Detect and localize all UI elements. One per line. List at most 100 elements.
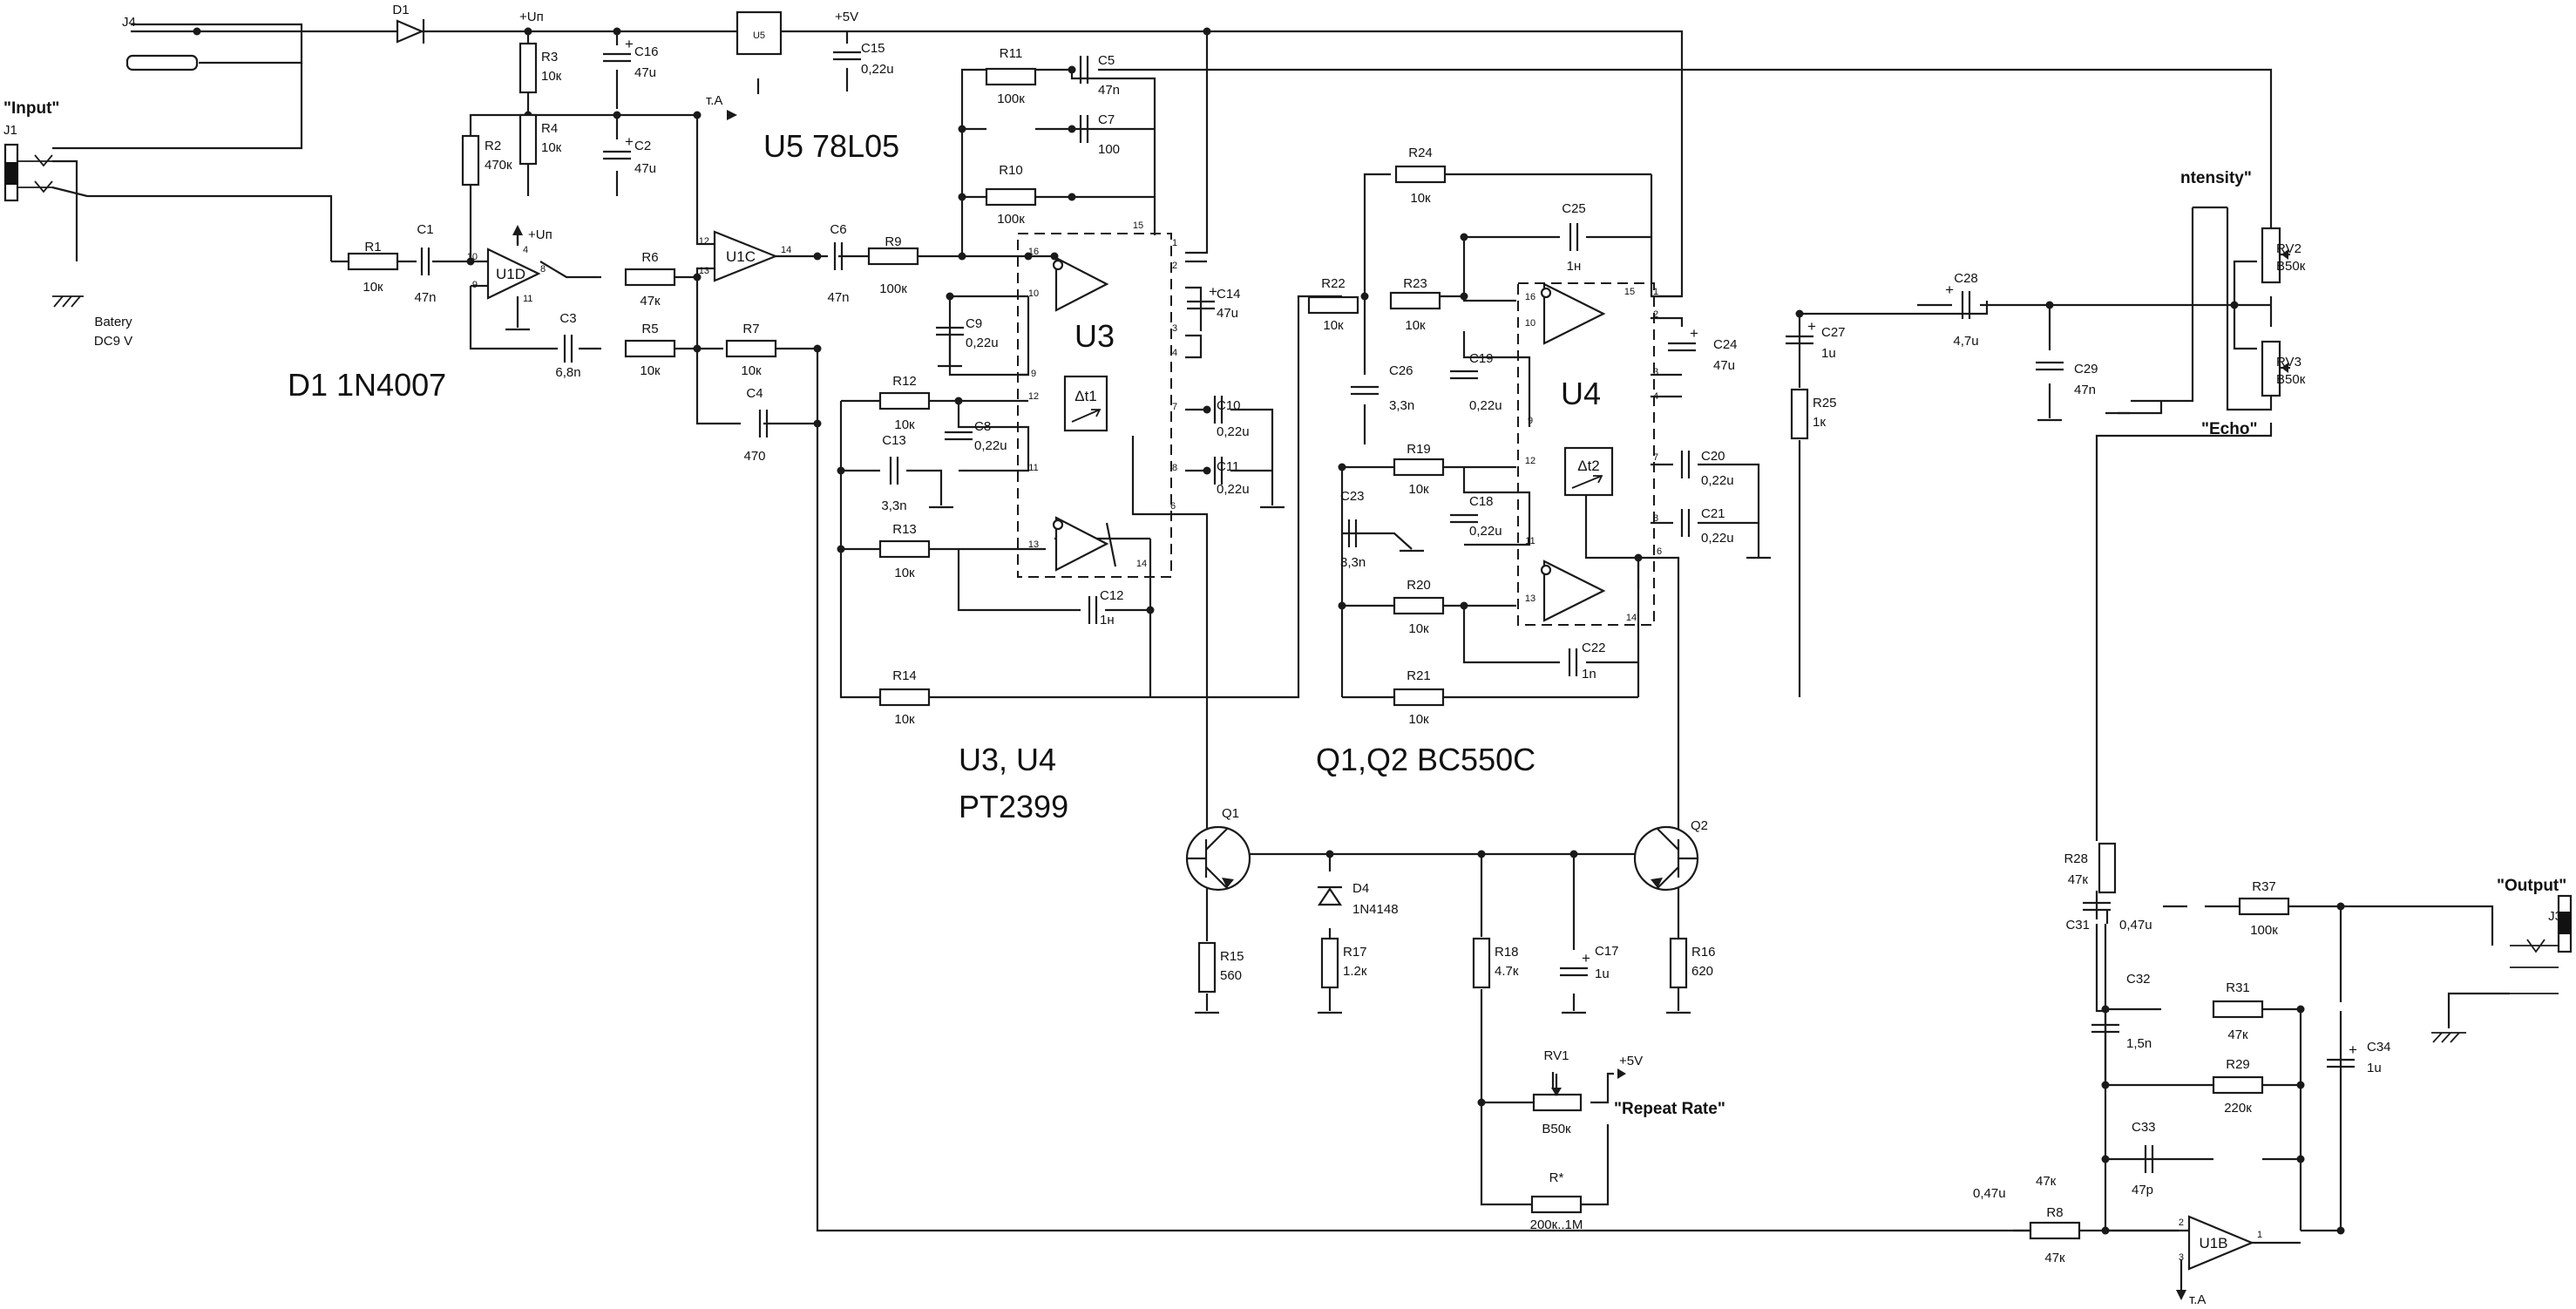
supply-label: +5V (1619, 1054, 1643, 1068)
regulator-label: U5 (753, 31, 765, 41)
wire (2447, 992, 2510, 1028)
diode-ref: D1 (392, 3, 409, 17)
junction (813, 252, 822, 261)
pin-number: 12 (699, 236, 709, 247)
capacitor-value: 47n (414, 290, 436, 305)
pin-number: 9 (1528, 416, 1533, 426)
wire (1462, 237, 1516, 302)
resistor-value: 620 (1691, 964, 1713, 979)
wire (1638, 556, 1680, 837)
output-label: "Output" (2497, 877, 2566, 895)
resistor-value: 47к (640, 294, 661, 309)
wire (1185, 31, 1209, 254)
capacitor-value: 1n (1582, 667, 1596, 682)
wire (695, 277, 741, 425)
junction (2336, 1226, 2345, 1235)
supply-label: +5V (835, 10, 858, 24)
capacitor-ref: C19 (1469, 351, 1494, 366)
junction (1634, 553, 1643, 562)
capacitor-ref: C4 (746, 386, 763, 401)
junction (1203, 27, 1211, 36)
capacitor-value: 47n (2074, 383, 2096, 397)
resistor-ref: R18 (1495, 945, 1519, 960)
capacitor-value: 3,3n (1340, 555, 1366, 570)
capacitor-ref: C3 (559, 311, 576, 326)
wire (695, 115, 715, 246)
capacitor-ref: C10 (1217, 398, 1241, 413)
wire (52, 63, 303, 150)
battery-label: DC9 V (94, 334, 132, 349)
junction (1460, 601, 1468, 610)
pin-number: 6 (1170, 501, 1176, 512)
pot-ref: RV3 (2276, 355, 2301, 370)
intensity-label: ntensity" (2180, 169, 2252, 187)
capacitor-value: 0,22u (1217, 482, 1250, 497)
capacitor-ref: C31 (2065, 918, 2090, 933)
pin-number: 9 (1031, 369, 1036, 379)
resistor-value: 200к..1М (1530, 1217, 1583, 1232)
junction (2230, 301, 2239, 309)
wire (1462, 467, 1531, 546)
pin-number: 15 (1624, 287, 1635, 297)
resistor-ref: R8 (2046, 1205, 2063, 1220)
wire (1480, 1102, 1534, 1206)
resistor-value: 10к (640, 363, 661, 378)
resistor-rstar: R*200к..1М (1530, 1170, 1583, 1232)
capacitor-value: 0,22u (1217, 424, 1250, 439)
pin-number: 8 (1653, 513, 1658, 524)
junction (1146, 606, 1155, 614)
pin-number: 7 (1653, 452, 1658, 463)
pin-number: 16 (1028, 247, 1039, 257)
capacitor-value: 0,22u (1701, 473, 1734, 488)
capacitor-ref: C14 (1217, 287, 1241, 302)
extra-cap-value: 0,47u (1973, 1186, 2006, 1201)
capacitor-ref: C7 (1098, 112, 1115, 127)
wire (1098, 68, 2273, 248)
wire (131, 30, 1684, 298)
junction (1360, 292, 1369, 301)
capacitor-value: 47u (634, 65, 656, 80)
pin-number: 3 (1172, 323, 1177, 334)
pin-number: 4 (1653, 391, 1658, 402)
resistor-ref: R31 (2226, 980, 2250, 995)
extra-res-value: 47к (2036, 1174, 2057, 1189)
input-label: "Input" (3, 99, 59, 118)
resistor-ref: R17 (1343, 945, 1367, 960)
delay-label: Δt2 (1577, 458, 1600, 474)
capacitor-ref: C24 (1713, 337, 1738, 352)
capacitor-ref: C2 (634, 139, 651, 153)
supply-label: +Uп (519, 10, 544, 24)
capacitor-ref: C32 (2126, 972, 2151, 987)
pin-number: 8 (1172, 463, 1177, 473)
pin-number: 12 (1028, 391, 1039, 402)
transistor-q1: Q1 (1185, 806, 1251, 892)
resistor-ref: R19 (1407, 442, 1431, 457)
junction (1460, 292, 1468, 301)
junction (1477, 850, 1486, 858)
resistor-value: 100к (879, 281, 907, 296)
note-regulator: U5 78L05 (763, 128, 899, 164)
pin-number: 12 (1525, 456, 1535, 466)
delay-label: Δt1 (1074, 388, 1097, 404)
pin-number: 14 (781, 245, 791, 255)
resistor-ref: R5 (641, 322, 658, 336)
resistor-ref: R1 (364, 240, 381, 254)
plus-sign: + (1582, 950, 1590, 966)
capacitor-c10: C10 0,22u (1213, 396, 1250, 439)
pin-number: 13 (699, 266, 709, 276)
capacitor-ref: C17 (1595, 944, 1619, 959)
junction (2101, 1005, 2110, 1014)
